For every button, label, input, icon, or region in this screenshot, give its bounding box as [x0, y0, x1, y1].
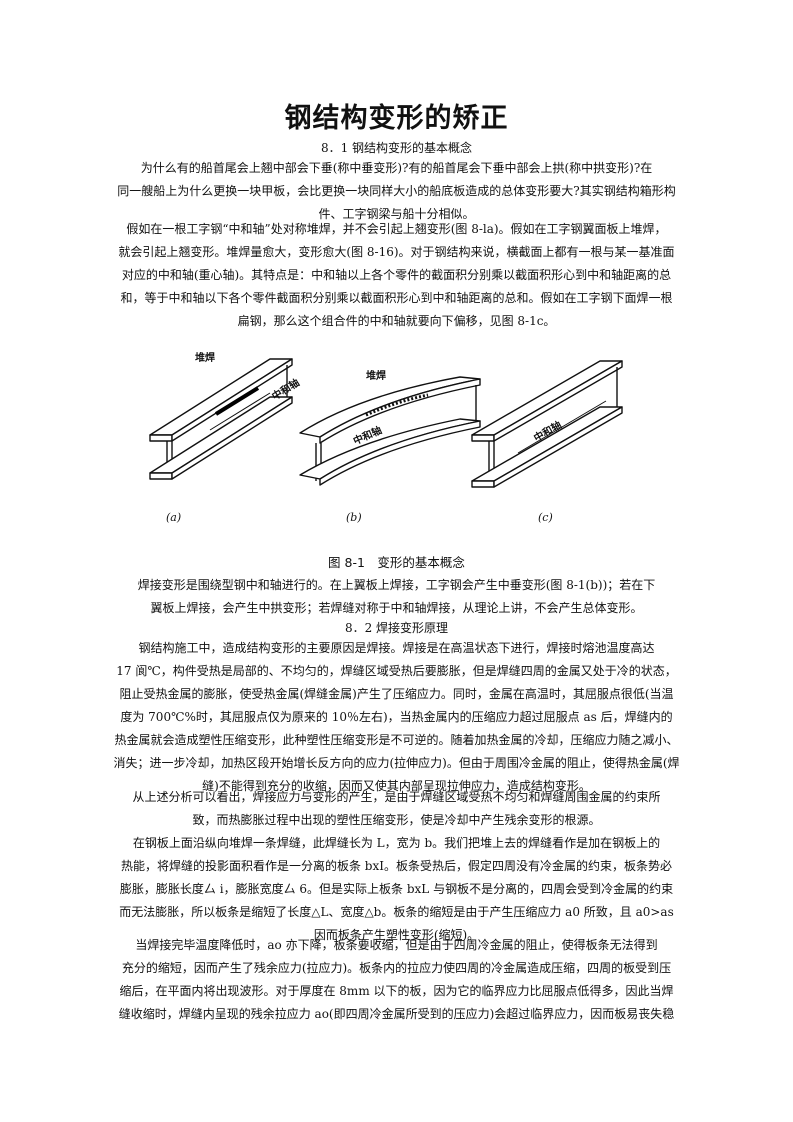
paragraph-line: 缝)不能得到充分的收缩，因而又使其内部呈现拉伸应力，造成结构变形。	[202, 779, 591, 793]
paragraph-line: 就会引起上翘变形。堆焊量愈大，变形愈大(图 8-16)。对于钢结构来说，横截面上…	[118, 245, 675, 259]
figure-8-1: 堆焊 中和轴 堆焊 中和轴 中和轴 (a) (b) (c)	[140, 335, 660, 535]
paragraph-line: 当焊接完毕温度降低时，ao 亦下降，板条要收缩，但是由于四周冷金属的阻止，使得板…	[135, 938, 658, 952]
paragraph-line: 翼板上焊接，会产生中拱变形；若焊缝对称于中和轴焊接，从理论上讲，不会产生总体变形…	[150, 601, 643, 615]
paragraph-line: 因而板条产生塑性变形(缩短)。	[313, 928, 480, 942]
paragraph-line: 为什么有的船首尾会上翘中部会下垂(称中垂变形)?有的船首尾会下垂中部会上拱(称中…	[140, 161, 653, 175]
paragraph-line: 同一艘船上为什么更换一块甲板，会比更换一块同样大小的船底板造成的总体变形要大?其…	[117, 184, 676, 198]
i-beam-figure	[149, 358, 623, 488]
paragraph-line: 消失；进一步冷却，加热区段开始增长反方向的应力(拉伸应力)。但由于周围冷金属的阻…	[113, 756, 680, 770]
paragraph-line: 钢结构施工中，造成结构变形的主要原因是焊接。焊接是在高温状态下进行，焊接时熔池温…	[138, 641, 655, 655]
section-heading-8-2: 8．2 焊接变形原理	[344, 621, 449, 635]
paragraph-line: 阻止受热金属的膨胀，使受热金属(焊缝金属)产生了压缩应力。同时，金属在高温时，其…	[119, 687, 674, 701]
document-title: 钢结构变形的矫正	[284, 103, 509, 134]
weld-label-b: 堆焊	[366, 371, 386, 382]
weld-label-a: 堆焊	[195, 353, 215, 364]
paragraph-line: 和，等于中和轴以下各个零件截面积分别乘以截面积形心到中和轴距离的总和。假如在工字…	[120, 291, 673, 305]
subfigure-label-a: (a)	[166, 511, 182, 524]
paragraph-line: 假如在一根工字钢“中和轴”处对称堆焊，并不会引起上翘变形(图 8-la)。假如在…	[126, 222, 667, 236]
paragraph-line: 件、工字钢梁与船十分相似。	[318, 207, 475, 221]
paragraph-line: 焊接变形是围绕型钢中和轴进行的。在上翼板上焊接，工字钢会产生中垂变形(图 8-1…	[137, 578, 656, 592]
paragraph-line: 扁钢，那么这个组合件的中和轴就要向下偏移，见图 8-1c。	[237, 314, 556, 328]
paragraph-line: 17 阆℃，构件受热是局部的、不均匀的，焊缝区域受热后要膨胀，但是焊缝四周的金属…	[116, 664, 677, 678]
paragraph-line: 膨胀，膨胀长度厶 i，膨胀宽度厶 6。但是实际上板条 bxL 与钢板不是分离的，…	[119, 882, 674, 896]
i-beam-c	[471, 360, 623, 488]
i-beam-a	[149, 358, 293, 480]
paragraph-line: 热能，将焊缝的投影面积看作是一分离的板条 bxI。板条受热后，假定四周没有冷金属…	[120, 859, 672, 873]
paragraph-line: 热金属就会造成塑性压缩变形，此种塑性压缩变形是不可逆的。随着加热金属的冷却，压缩…	[114, 733, 679, 747]
paragraph-line: 而无法膨胀，所以板条是缩短了长度△L、宽度△b。板条的缩短是由于产生压缩应力 a…	[119, 905, 674, 919]
paragraph-line: 对应的中和轴(重心轴)。其特点是：中和轴以上各个零件的截面积分别乘以截面积形心到…	[121, 268, 672, 282]
paragraph-line: 缩后，在平面内将出现波形。对于厚度在 8mm 以下的板，因为它的临界应力比屈服点…	[119, 984, 674, 998]
i-beam-b	[299, 376, 481, 486]
paragraph-line: 度为 700℃%时，其屈服点仅为原来的 10％左右)，当热金属内的压缩应力超过屈…	[120, 710, 673, 724]
section-heading-8-1: 8．1 钢结构变形的基本概念	[320, 141, 473, 155]
subfigure-label-b: (b)	[346, 511, 362, 524]
paragraph-line: 致，而热膨胀过程中出现的塑性压缩变形，使是冷却中产生残余变形的根源。	[192, 813, 601, 827]
paragraph-line: 从上述分析可以看出，焊接应力与变形的产生，是由于焊缝区域受热不均匀和焊缝周围金属…	[132, 790, 661, 804]
paragraph-line: 充分的缩短，因而产生了残余应力(拉应力)。板条内的拉应力使四周的冷金属造成压缩，…	[121, 961, 672, 975]
figure-caption: 图 8-1 变形的基本概念	[328, 555, 465, 570]
subfigure-label-c: (c)	[538, 511, 553, 524]
paragraph-line: 在钢板上面沿纵向堆焊一条焊缝，此焊缝长为 L，宽为 b。我们把堆上去的焊缝看作是…	[132, 836, 661, 850]
paragraph-line: 缝收缩时，焊缝内呈现的残余拉应力 ao(即四周冷金属所受到的压应力)会超过临界应…	[118, 1007, 675, 1021]
